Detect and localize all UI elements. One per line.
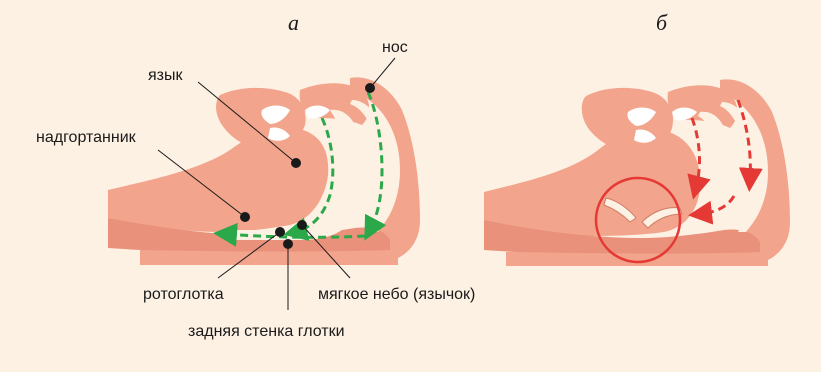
dot-oropharynx (275, 227, 285, 237)
label-soft-palate: мягкое небо (язычок) (318, 286, 475, 303)
label-tongue: язык (148, 67, 184, 84)
panel-a-letter: а (288, 10, 299, 35)
tongue (108, 127, 328, 232)
label-posterior-wall: задняя стенка глотки (188, 323, 345, 340)
dot-soft-palate (297, 220, 307, 230)
dot-posterior-wall (283, 239, 293, 249)
dot-nose (365, 83, 375, 93)
airway-passage-b (698, 112, 733, 218)
dot-tongue (291, 158, 301, 168)
dot-epiglottis (240, 212, 250, 222)
panel-b: б (484, 10, 790, 266)
panel-a: а нос (36, 10, 475, 340)
panel-b-letter: б (656, 10, 668, 35)
label-nose: нос (382, 39, 408, 56)
label-oropharynx: ротоглотка (143, 286, 224, 303)
leader-nose (370, 58, 395, 88)
label-epiglottis: надгортанник (36, 129, 137, 146)
tongue-b (484, 129, 700, 236)
